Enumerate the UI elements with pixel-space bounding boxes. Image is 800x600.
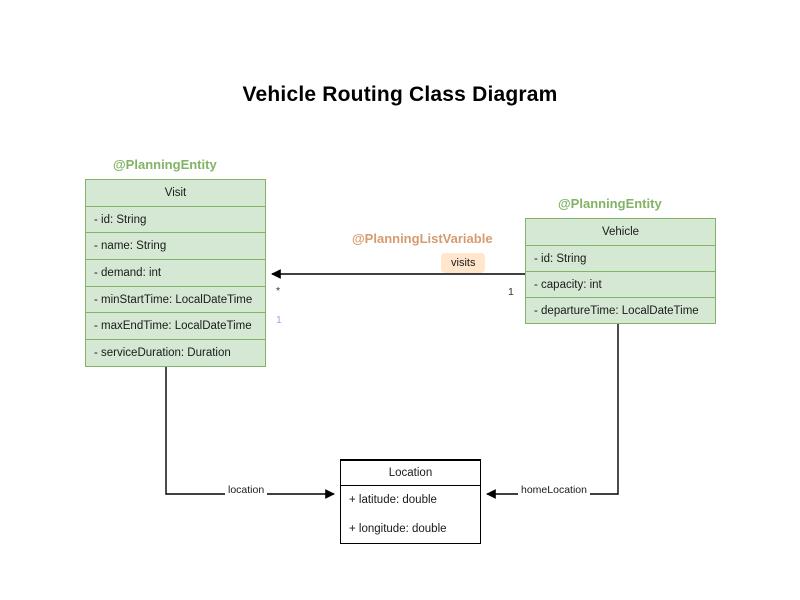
class-attribute: - id: String (526, 245, 715, 271)
class-attribute: - id: String (86, 206, 265, 232)
annotation-visit-planning-entity: @PlanningEntity (113, 157, 217, 172)
class-attribute: - maxEndTime: LocalDateTime (86, 312, 265, 339)
class-box-location[interactable]: Location + latitude: double + longitude:… (340, 459, 481, 544)
class-attribute: - minStartTime: LocalDateTime (86, 286, 265, 312)
multiplicity-visit-one: 1 (276, 314, 282, 326)
class-attribute: - capacity: int (526, 271, 715, 297)
edge-label-visits: visits (441, 253, 486, 273)
class-name-visit: Visit (164, 187, 187, 199)
annotation-planning-list-variable: @PlanningListVariable (352, 231, 493, 246)
annotation-vehicle-planning-entity: @PlanningEntity (558, 196, 662, 211)
class-attribute: - demand: int (86, 259, 265, 286)
edge-label-homelocation: homeLocation (518, 484, 590, 496)
class-name-location: Location (341, 460, 480, 485)
edge-label-location: location (225, 484, 268, 496)
page-title: Vehicle Routing Class Diagram (242, 83, 558, 106)
class-box-visit[interactable]: Visit - id: String - name: String - dema… (85, 179, 266, 367)
class-name-vehicle: Vehicle (601, 226, 640, 238)
class-attribute: - name: String (86, 232, 265, 259)
multiplicity-visit-star: * (276, 285, 281, 297)
edge-visit-location (165, 361, 335, 499)
multiplicity-vehicle-one: 1 (508, 286, 514, 298)
edge-vehicle-homelocation (486, 322, 619, 499)
class-box-vehicle[interactable]: Vehicle - id: String - capacity: int - d… (525, 218, 716, 324)
class-attribute: - serviceDuration: Duration (86, 339, 265, 366)
class-attribute: + longitude: double (349, 522, 447, 535)
class-attribute: - departureTime: LocalDateTime (526, 297, 715, 323)
class-attribute: + latitude: double (341, 485, 480, 514)
